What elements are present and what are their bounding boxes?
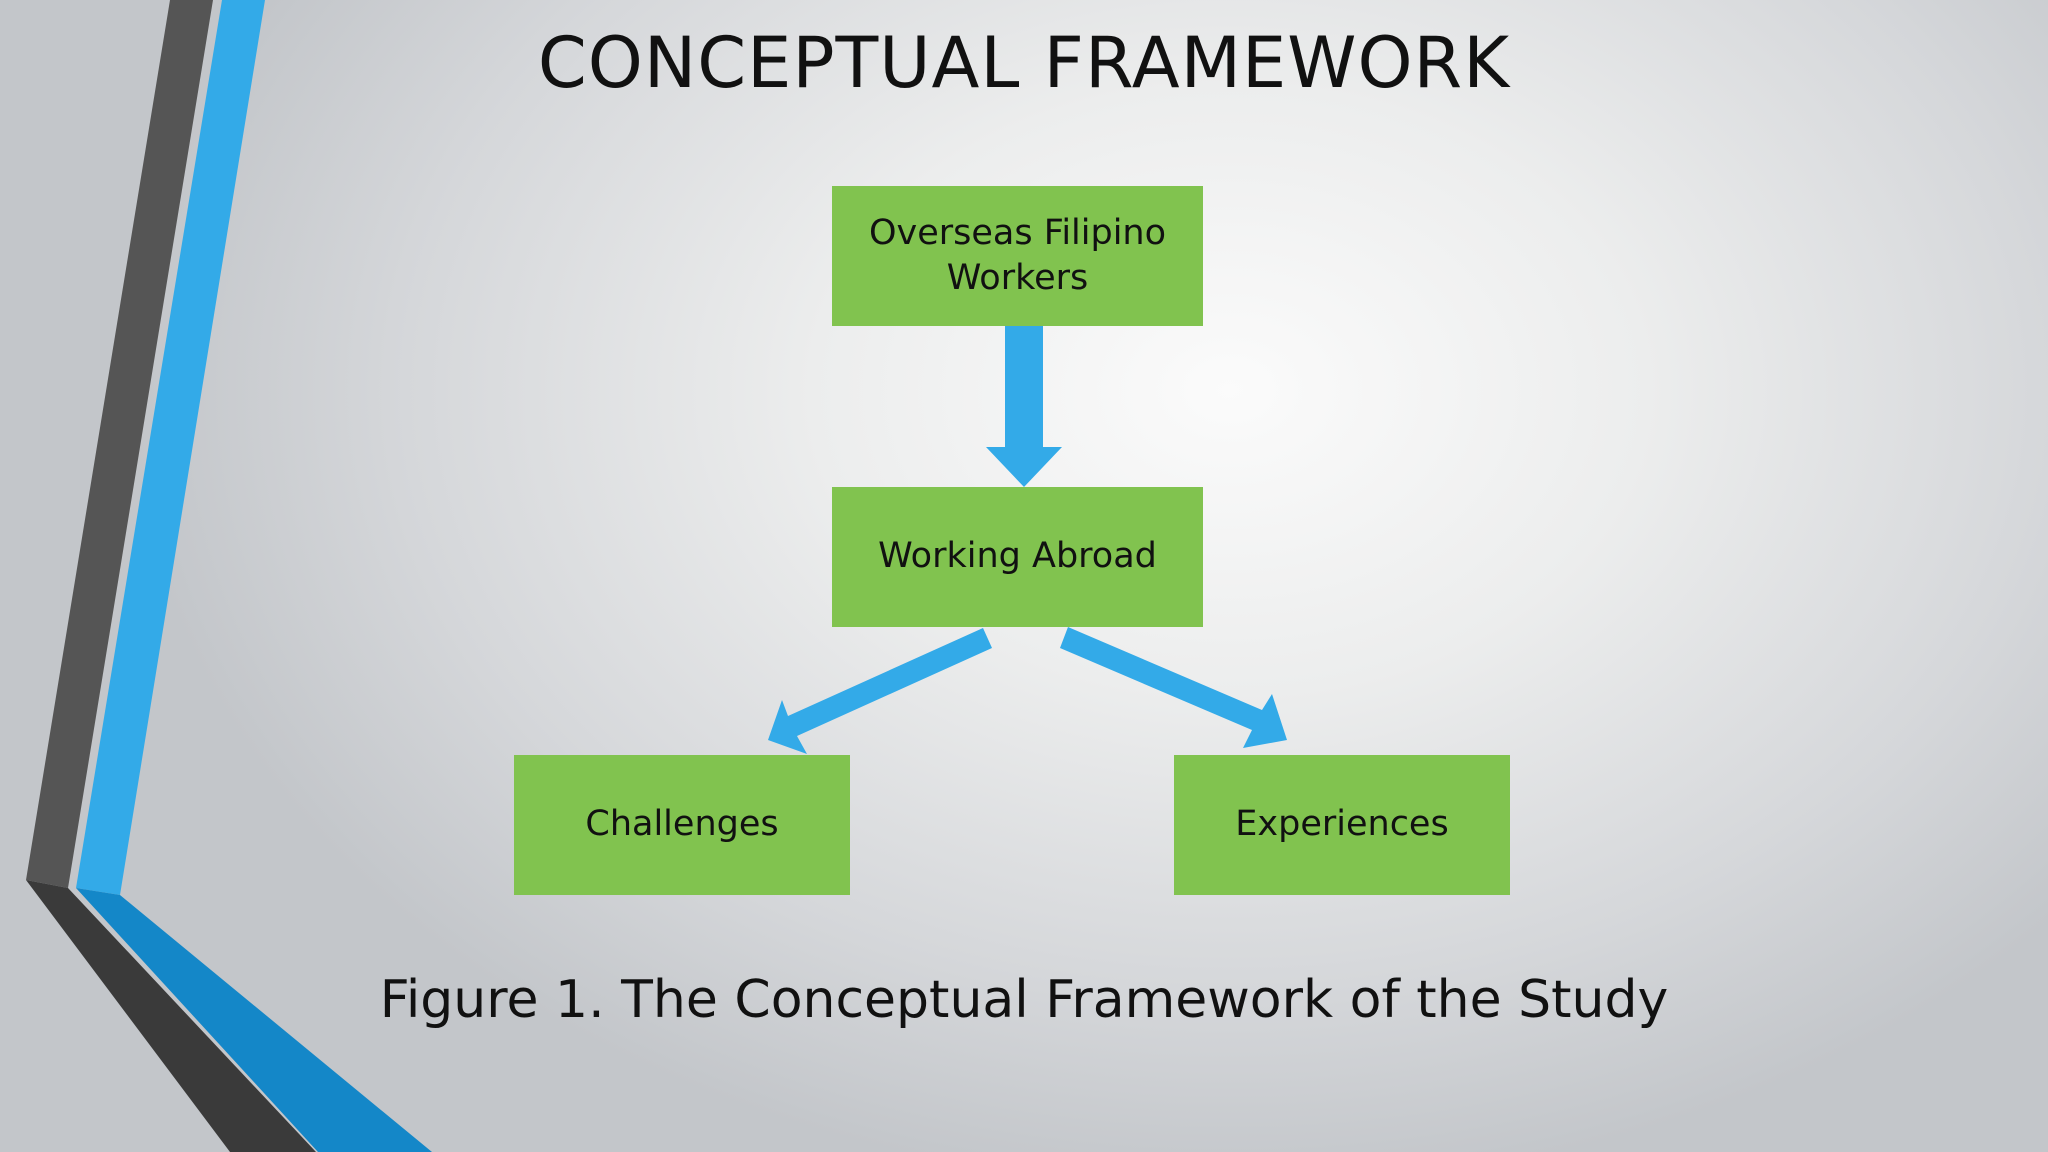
arrow-ofw-to-working-abroad <box>986 326 1062 487</box>
slide-title: CONCEPTUAL FRAMEWORK <box>537 22 1511 104</box>
node-experiences: Experiences <box>1174 755 1510 895</box>
dark-stripe-upper <box>26 0 213 888</box>
node-working-abroad: Working Abroad <box>832 487 1203 627</box>
blue-stripe-lower <box>76 888 432 1152</box>
node-label: Working Abroad <box>878 536 1157 577</box>
dark-stripe-lower <box>26 880 316 1152</box>
blue-stripe-upper <box>76 0 265 895</box>
node-label: Overseas Filipino Workers <box>868 212 1167 299</box>
figure-caption: Figure 1. The Conceptual Framework of th… <box>379 970 1669 1030</box>
arrow-working-abroad-to-challenges <box>768 628 992 754</box>
node-label: Experiences <box>1235 804 1449 845</box>
node-challenges: Challenges <box>514 755 850 895</box>
node-overseas-filipino-workers: Overseas Filipino Workers <box>832 186 1203 326</box>
node-label: Challenges <box>585 804 779 845</box>
arrow-working-abroad-to-experiences <box>1060 627 1287 748</box>
